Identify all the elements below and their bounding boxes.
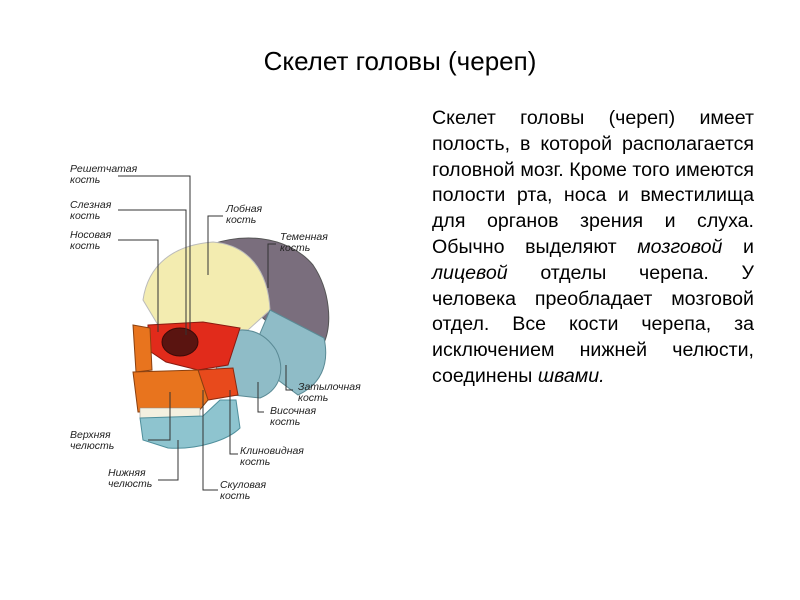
slide-title: Скелет головы (череп) [263, 46, 537, 76]
nasal-bone [132, 324, 153, 373]
leader-lines [118, 175, 293, 491]
text-part-2: и [722, 235, 754, 258]
text-em-shvami: швами. [537, 364, 605, 387]
skull-illustration [48, 150, 408, 510]
orbit [161, 327, 199, 357]
text-part-1: Скелет головы (череп) имеет полость, в к… [432, 107, 754, 258]
description-text: Скелет головы (череп) имеет полость, в к… [432, 106, 754, 390]
mandible-bone [139, 399, 241, 449]
text-em-mozgovoy: мозговой [637, 235, 723, 258]
text-part-3: отделы черепа. У человека преобладает мо… [432, 261, 754, 387]
occipital-bone [252, 309, 327, 396]
text-em-litsevoy: лицевой [432, 261, 508, 284]
